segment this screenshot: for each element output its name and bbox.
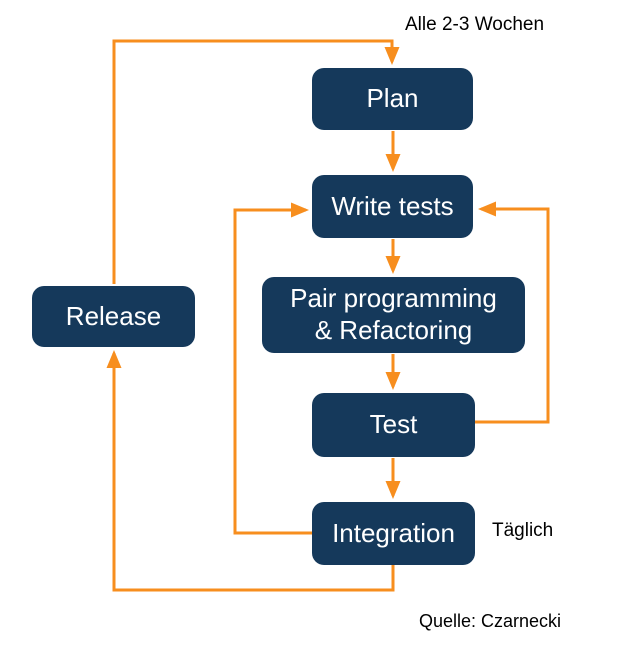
edge-integration-to-release [106, 350, 395, 592]
node-pair-label-line2: & Refactoring [314, 315, 473, 345]
node-release-label: Release [65, 300, 162, 331]
annotation-source-credit: Quelle: Czarnecki [419, 611, 562, 631]
annotation-cycle-duration: Alle 2-3 Wochen [405, 14, 545, 35]
edge-integration-to-write-tests [233, 202, 313, 535]
edge-test-to-write-tests [474, 201, 550, 424]
node-integration-label: Integration [332, 517, 455, 548]
node-write-tests-label: Write tests [331, 190, 454, 221]
node-plan-label: Plan [366, 83, 419, 114]
node-integration: Integration [312, 502, 475, 565]
annotation-daily: Täglich [492, 520, 554, 541]
node-pair-programming-refactoring: Pair programming & Refactoring [262, 277, 525, 353]
node-plan: Plan [312, 68, 473, 130]
node-pair-label-line1: Pair programming [290, 283, 497, 314]
node-release: Release [32, 286, 195, 347]
node-test-label: Test [369, 409, 418, 440]
edge-release-to-plan [112, 39, 400, 284]
node-test: Test [312, 393, 475, 457]
node-write-tests: Write tests [312, 175, 473, 238]
